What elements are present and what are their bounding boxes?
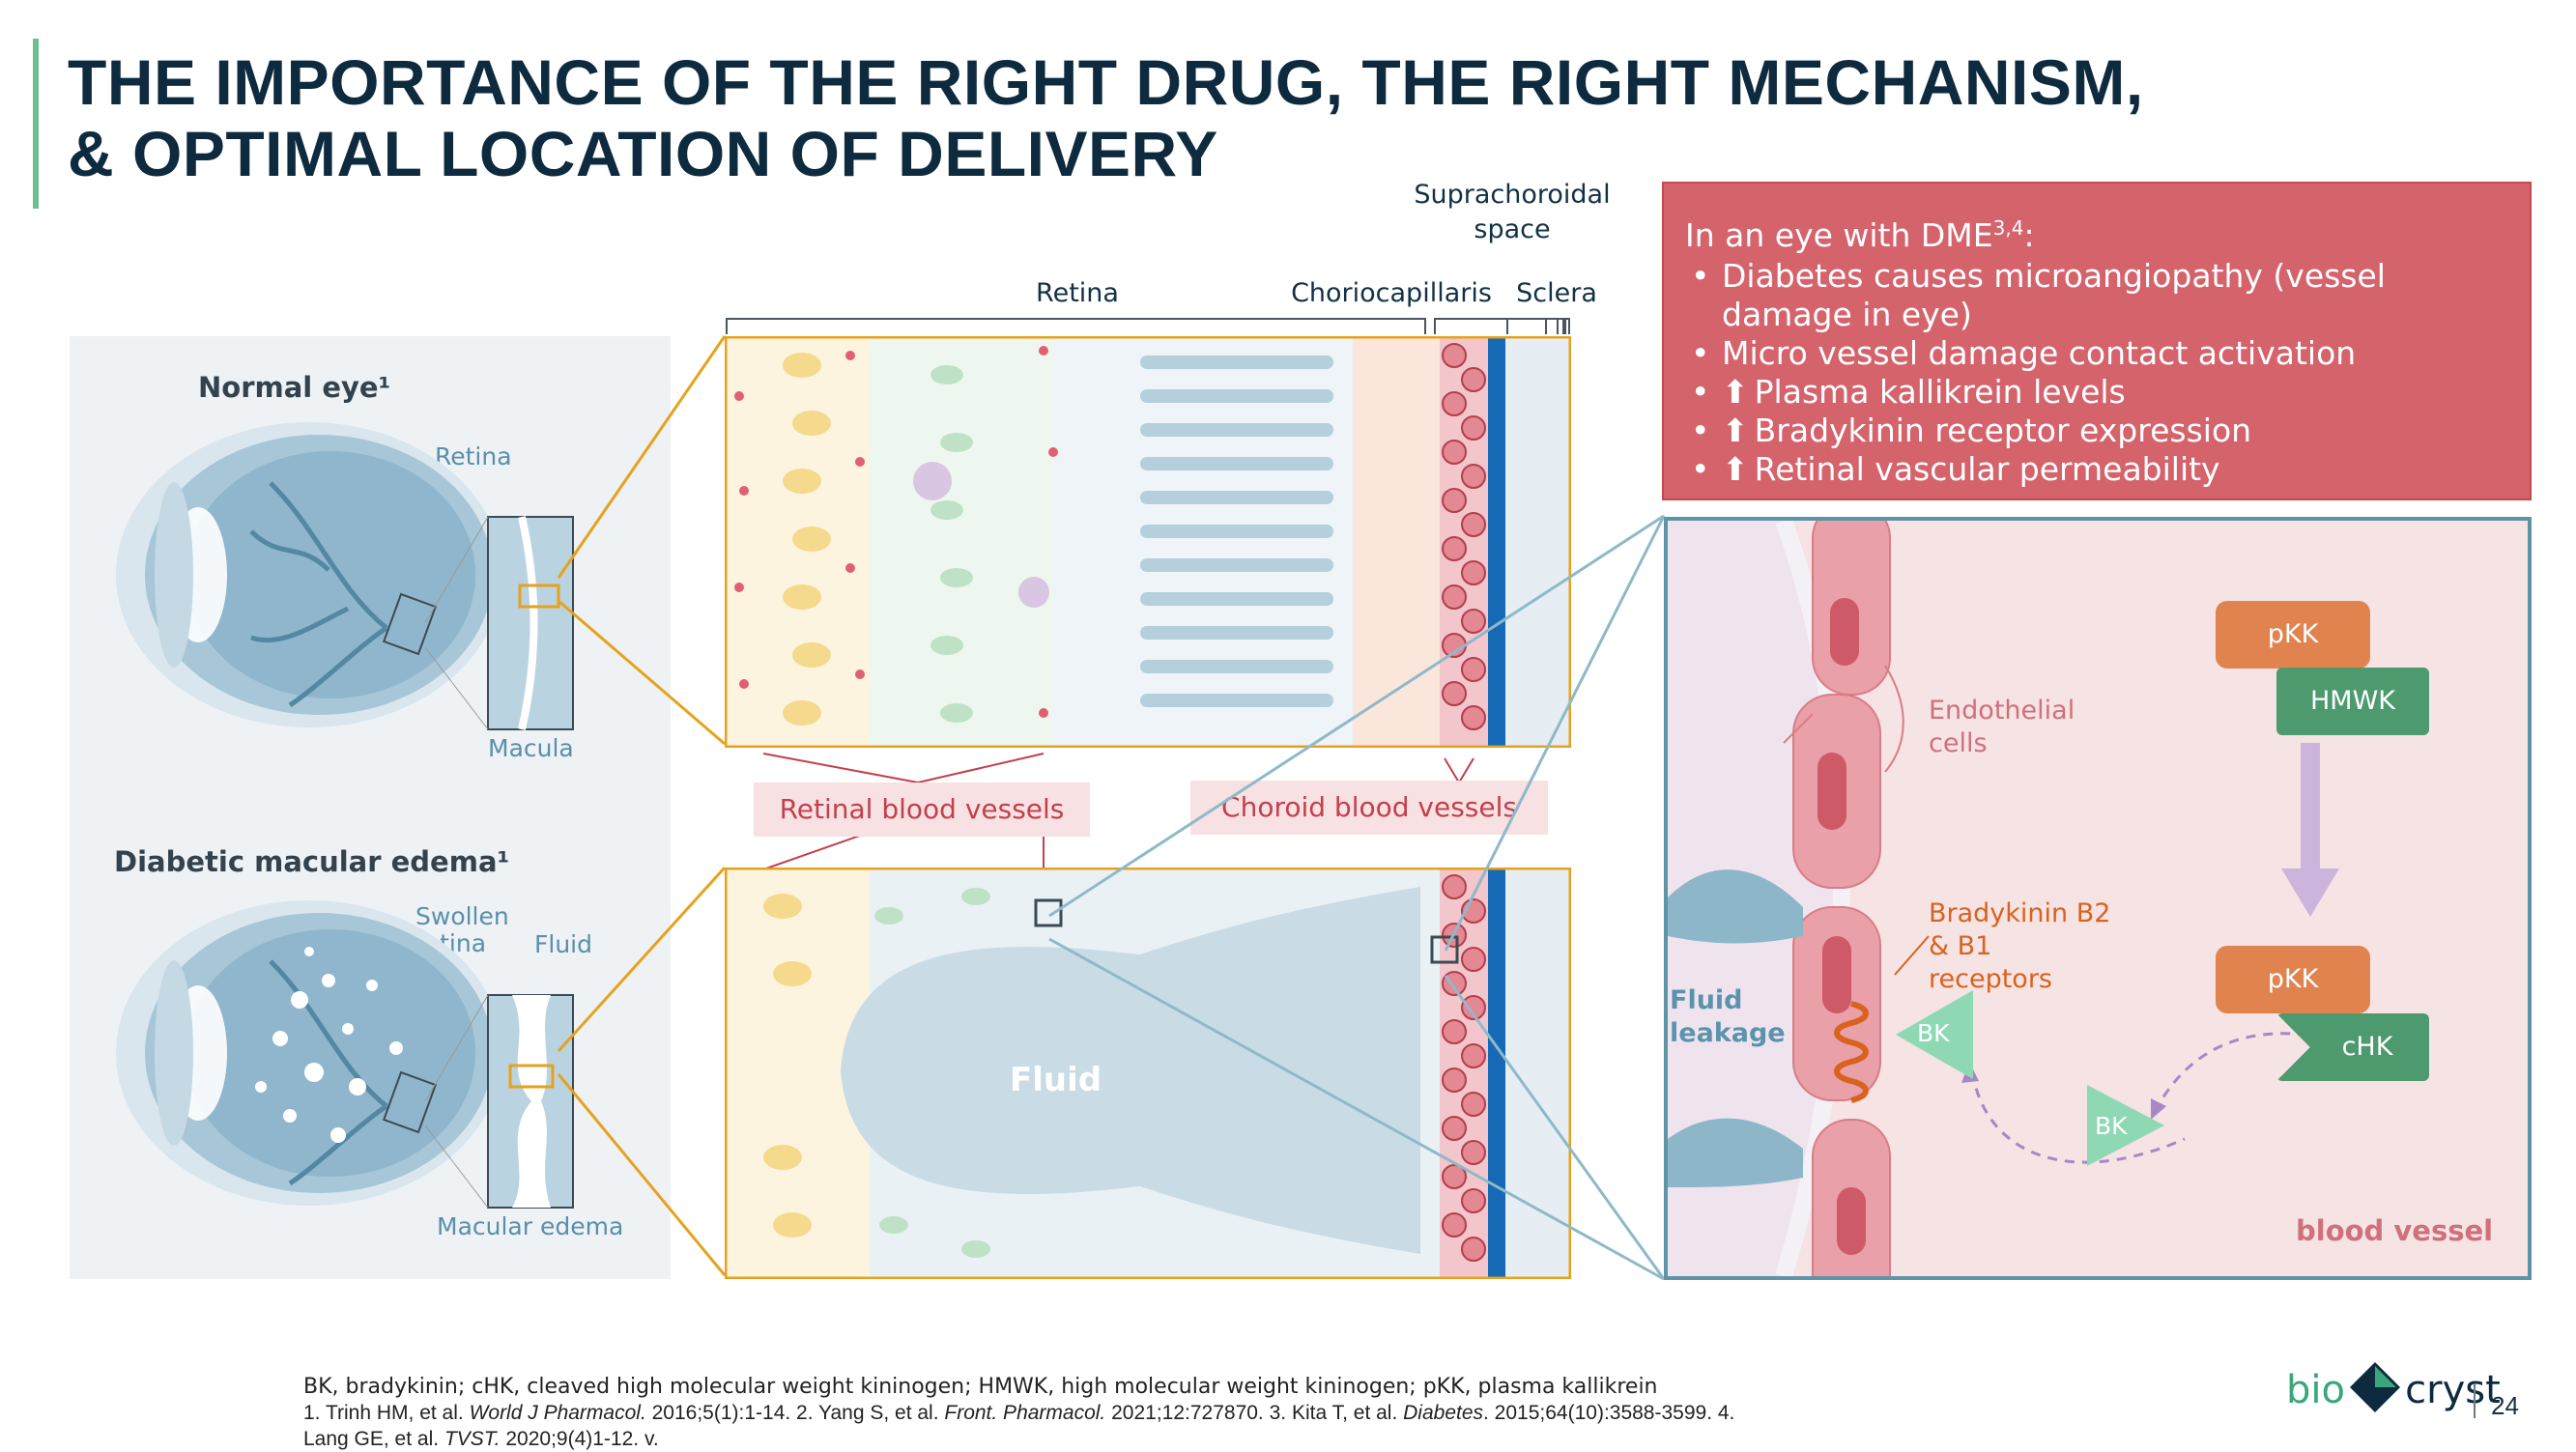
blood-vessel-label: blood vessel — [2296, 1214, 2494, 1247]
title-line-1: THE IMPORTANCE OF THE RIGHT DRUG, THE RI… — [68, 46, 2144, 118]
info-bullet: •⬆Bradykinin receptor expression — [1691, 412, 2252, 449]
info-bullet: •⬆Plasma kallikrein levels — [1691, 373, 2126, 411]
title-line-2: & OPTIMAL LOCATION OF DELIVERY — [68, 118, 1218, 189]
label-suprachoroidal-space: Suprachoroidal space — [1414, 180, 1611, 244]
info-heading: In an eye with DME3,4: — [1685, 216, 2035, 254]
fluid-label: Fluid — [1010, 1061, 1102, 1099]
page-title: THE IMPORTANCE OF THE RIGHT DRUG, THE RI… — [68, 46, 2290, 189]
bk-label-bound: BK — [1917, 1019, 1950, 1047]
endothelial-cells-label: Endothelial cells — [1929, 696, 2075, 758]
normal-macula-label: Macula — [488, 734, 574, 762]
hmwk-pill: HMWK — [2276, 668, 2429, 735]
dme-retina-cross-section — [725, 868, 1571, 1279]
footer-refs-line-2: Lang GE, et al. TVST. 2020;9(4)1-12. v. — [303, 1428, 659, 1450]
info-bullet: •Micro vessel damage contact activation — [1691, 334, 2357, 372]
footer-abbreviations: BK, bradykinin; cHK, cleaved high molecu… — [303, 1375, 1658, 1399]
bk-triangle-bound — [1896, 990, 1973, 1079]
choroid-blood-vessels-label: Choroid blood vessels — [1190, 781, 1548, 835]
normal-eye-illustration — [116, 422, 574, 730]
logo-diamond-icon — [2350, 1362, 2401, 1412]
footer-references: BK, bradykinin; cHK, cleaved high molecu… — [303, 1374, 1946, 1452]
normal-eye-heading: Normal eye¹ — [198, 371, 391, 404]
up-arrow-icon: ⬆ — [1722, 373, 1749, 411]
up-arrow-icon: ⬆ — [1722, 450, 1749, 488]
normal-retina-label: Retina — [435, 442, 512, 470]
bradykinin-receptors-label: Bradykinin B2 & B1 receptors — [1929, 898, 2111, 994]
blood-vessel-wall-illustration — [1668, 521, 2339, 1276]
title-accent-bar — [33, 39, 39, 209]
info-bullet: •⬆Retinal vascular permeability — [1691, 450, 2220, 488]
label-sclera: Sclera — [1516, 278, 1597, 308]
sclera-bracket — [1506, 318, 1566, 334]
pkk-pill-top: pKK — [2216, 601, 2370, 669]
swollen-retina-label: Swollen retina — [415, 902, 509, 957]
normal-retina-cross-section — [725, 336, 1571, 748]
mechanism-zoom-box: Endothelial cells Bradykinin B2 & B1 rec… — [1664, 517, 2532, 1280]
dme-info-box: In an eye with DME3,4: •Diabetes causes … — [1662, 182, 2532, 500]
footer-refs-line-1: 1. Trinh HM, et al. World J Pharmacol. 2… — [303, 1402, 1735, 1424]
info-bullet: •Diabetes causes microangiopathy (vessel… — [1691, 257, 2386, 333]
fluid-leakage-label: Fluid leakage — [1670, 985, 1786, 1048]
page-number: 24 — [2491, 1391, 2519, 1420]
label-retina: Retina — [1036, 278, 1119, 308]
macular-edema-label: Macular edema — [437, 1212, 624, 1240]
bk-label-free: BK — [2095, 1112, 2128, 1140]
pkk-pill-bottom: pKK — [2216, 946, 2370, 1013]
fluid-eye-label: Fluid — [534, 930, 592, 958]
logo-divider — [2474, 1383, 2476, 1418]
bk-triangle-free — [2087, 1085, 2164, 1166]
zoom-connectors-yellow — [557, 335, 727, 1276]
info-bullet-list: •Diabetes causes microangiopathy (vessel… — [1685, 257, 2508, 489]
label-choriocapillaris: Choriocapillaris — [1291, 278, 1492, 308]
zoom-connectors-teal — [1048, 514, 1666, 1281]
up-arrow-icon: ⬆ — [1722, 412, 1749, 449]
biocryst-logo: bio cryst — [2286, 1362, 2501, 1412]
retinal-blood-vessels-label: Retinal blood vessels — [754, 783, 1090, 837]
dme-eye-heading: Diabetic macular edema¹ — [114, 845, 510, 878]
dme-eye-illustration — [116, 900, 574, 1209]
